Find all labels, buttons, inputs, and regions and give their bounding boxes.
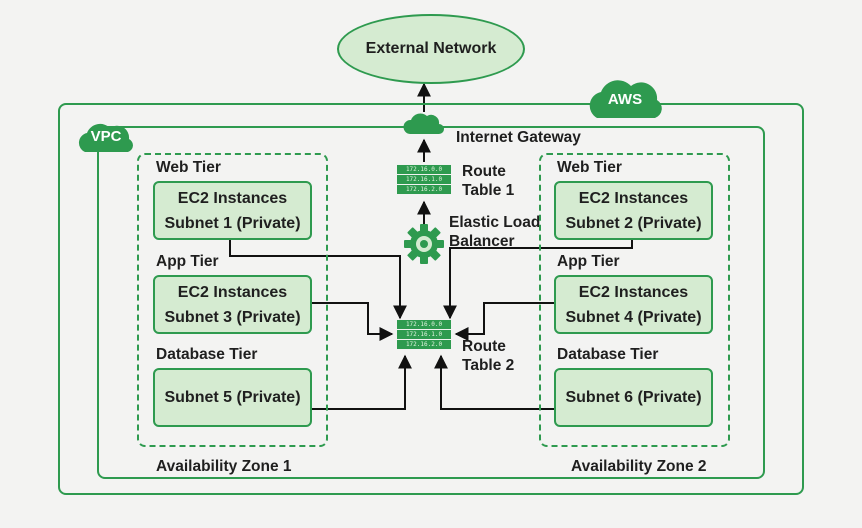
elb-label-line1: Elastic Load (449, 214, 541, 231)
arrow-subnet2-to-rt2 (443, 240, 633, 320)
arrow-subnet6-to-rt2 (434, 354, 554, 410)
elb-label-line2: Balancer (449, 233, 515, 250)
vpc-label: VPC (90, 128, 122, 145)
availability-zone-1 (137, 153, 328, 447)
subnet-4-line2: Subnet 4 (Private) (565, 308, 702, 326)
subnet-1-line2: Subnet 1 (Private) (164, 214, 301, 232)
aws-cloud-icon (589, 80, 662, 118)
aws-cloud-boundary (58, 103, 804, 495)
arrow-subnet3-to-rt2 (312, 302, 394, 341)
arrow-subnet5-to-rt2 (312, 354, 412, 410)
external-network-node: External Network (337, 14, 525, 84)
route-table-2-icon: 172.16.0.0 172.16.1.0 172.16.2.0 (397, 320, 451, 350)
route-table-1-row: 172.16.1.0 (397, 175, 451, 184)
subnet-4-line1: EC2 Instances (578, 283, 689, 301)
subnet-2-line2: Subnet 2 (Private) (565, 214, 702, 232)
az2-app-tier-label: App Tier (557, 253, 620, 270)
internet-gateway-icon (403, 113, 444, 134)
arrow-subnet1-to-rt2 (229, 240, 407, 320)
route-table-2-label-line2: Table 2 (462, 357, 515, 374)
route-table-1-row: 172.16.0.0 (397, 165, 451, 174)
az2-label: Availability Zone 2 (571, 458, 707, 475)
subnet-5-line1: Subnet 5 (Private) (164, 389, 301, 406)
az1-web-tier-label: Web Tier (156, 159, 221, 176)
subnet-2-line1: EC2 Instances (578, 189, 689, 207)
subnet-6-line1: Subnet 6 (Private) (565, 389, 702, 406)
az2-web-tier-label: Web Tier (557, 159, 622, 176)
subnet-4-box: EC2 Instances Subnet 4 (Private) (554, 275, 713, 334)
route-table-2-row: 172.16.0.0 (397, 320, 451, 329)
aws-label: AWS (607, 91, 643, 108)
az2-db-tier-label: Database Tier (557, 346, 659, 363)
external-network-label: External Network (365, 40, 497, 57)
route-table-2-row: 172.16.2.0 (397, 340, 451, 349)
subnet-2-box: EC2 Instances Subnet 2 (Private) (554, 181, 713, 240)
subnet-1-box: EC2 Instances Subnet 1 (Private) (153, 181, 312, 240)
route-table-1-label: Route Table 1 (462, 162, 514, 200)
subnet-3-line2: Subnet 3 (Private) (164, 308, 301, 326)
az1-db-tier-label: Database Tier (156, 346, 258, 363)
gear-icon (404, 224, 444, 264)
subnet-5-box: Subnet 5 (Private) (153, 368, 312, 427)
route-table-2-label: Route Table 2 (462, 337, 514, 375)
subnet-1-line1: EC2 Instances (177, 189, 288, 207)
route-table-1-label-line1: Route (462, 163, 506, 180)
subnet-3-line1: EC2 Instances (177, 283, 288, 301)
route-table-2-row: 172.16.1.0 (397, 330, 451, 339)
az1-label: Availability Zone 1 (156, 458, 292, 475)
arrow-subnet4-to-rt2 (454, 302, 554, 341)
route-table-1-label-line2: Table 1 (462, 182, 515, 199)
subnet-3-box: EC2 Instances Subnet 3 (Private) (153, 275, 312, 334)
vpc-cloud-icon (78, 123, 133, 152)
az1-app-tier-label: App Tier (156, 253, 219, 270)
route-table-2-label-line1: Route (462, 338, 506, 355)
route-table-1-icon: 172.16.0.0 172.16.1.0 172.16.2.0 (397, 165, 451, 195)
route-table-1-row: 172.16.2.0 (397, 185, 451, 194)
internet-gateway-label: Internet Gateway (456, 129, 581, 146)
availability-zone-2 (539, 153, 730, 447)
subnet-6-box: Subnet 6 (Private) (554, 368, 713, 427)
elb-label: Elastic Load Balancer (449, 213, 540, 251)
